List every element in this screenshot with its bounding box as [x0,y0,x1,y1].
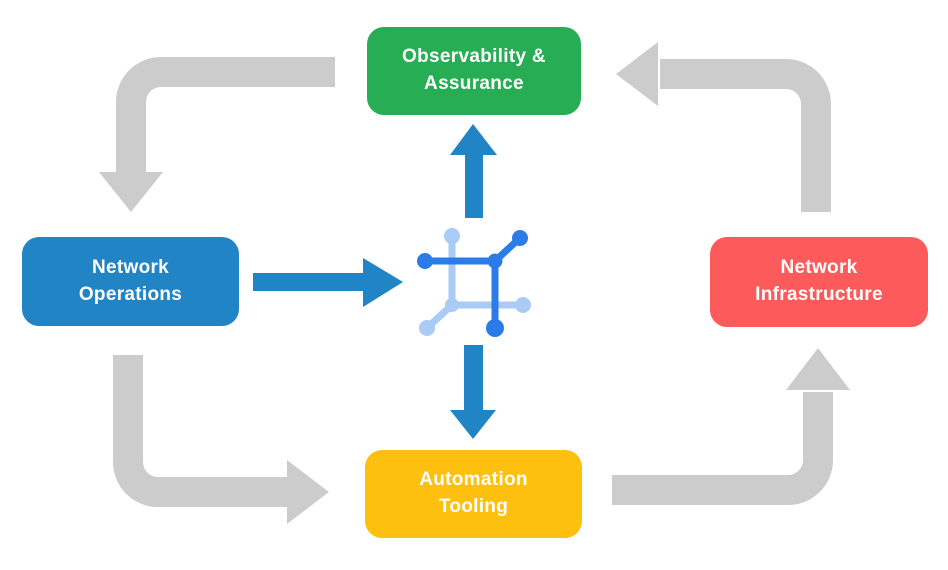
arrow-center-to-automation-icon [450,345,496,439]
arrow-center-to-observability-icon [450,124,497,218]
node-observability-assurance: Observability & Assurance [367,27,581,115]
node-automation-tooling: Automation Tooling [365,450,582,538]
node-network-operations: Network Operations [22,237,239,326]
arrow-head-left-icon [616,42,658,106]
node-network-infrastructure: Network Infrastructure [710,237,928,327]
node-observability-label: Observability & Assurance [402,46,546,94]
arrow-observability-to-operations [99,57,335,212]
network-mesh-icon [417,228,531,337]
node-automation-label: Automation Tooling [419,469,528,517]
node-infrastructure-label: Network Infrastructure [755,257,883,305]
arrow-automation-to-infrastructure [612,348,850,505]
arrow-head-up-icon [786,348,850,390]
arrow-operations-to-automation [113,355,329,524]
arrow-shaft [660,59,831,212]
node-operations-label: Network Operations [78,256,183,305]
arrow-operations-to-center-icon [253,258,403,307]
arrow-shaft [116,57,335,174]
arrow-infrastructure-to-observability [616,42,831,212]
arrow-head-down-icon [99,172,163,212]
arrow-head-right-icon [287,460,329,524]
arrow-shaft [113,355,289,507]
arrow-shaft [612,392,833,505]
